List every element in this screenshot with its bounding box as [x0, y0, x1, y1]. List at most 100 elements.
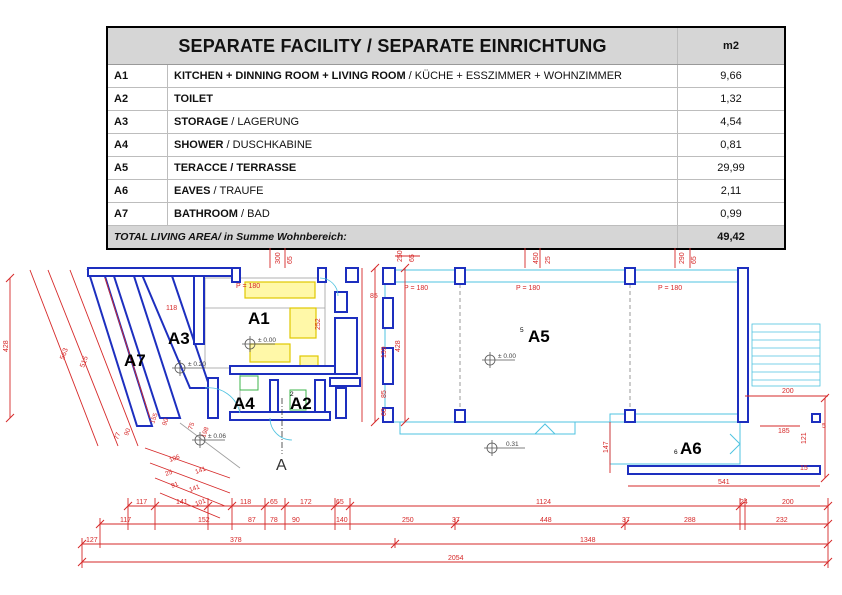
room-label-a1: A1: [248, 309, 270, 328]
room-name: SHOWER / DUSCHKABINE: [167, 133, 678, 157]
room-label-a3: A3: [168, 329, 190, 348]
dim-label: 106: [168, 453, 181, 463]
dim-label: 515: [79, 355, 90, 368]
dim-label: 1124: [536, 499, 551, 506]
dim-label: 288: [684, 517, 696, 524]
room-label-a5: A5: [528, 327, 550, 346]
dim-label: 117: [136, 499, 147, 506]
bottom-dimension-row-1: 117 141 118 65 172 65 1124 24 200: [136, 499, 794, 506]
dim-label: 5: [822, 423, 826, 430]
dim-label: 24: [740, 499, 748, 506]
dim-label: 250: [402, 517, 414, 524]
schedule-title: SEPARATE FACILITY / SEPARATE EINRICHTUNG: [106, 26, 678, 65]
dim-label: 91: [170, 481, 180, 490]
room-code: A3: [106, 110, 168, 134]
dim-label: 65: [409, 254, 416, 262]
dim-label: 15: [800, 465, 808, 472]
dim-label: 60: [381, 408, 388, 416]
dim-label: 118: [166, 305, 177, 312]
table-row: A1 KITCHEN + DINNING ROOM + LIVING ROOM …: [106, 64, 786, 88]
room-area: 0,81: [677, 133, 786, 157]
diagonal-dimension-labels: 106 141 25 141 91 101 198 75 155 90 77 9…: [113, 412, 210, 508]
room-label-a2: A2: [290, 394, 312, 413]
dim-label: 139: [381, 346, 388, 358]
top-dimension-labels: 300 65 250 65 450 25 290 65: [275, 250, 698, 264]
dim-label: 65: [336, 499, 344, 506]
room-code: A6: [106, 179, 168, 203]
dim-label: 121: [801, 432, 808, 444]
dim-label: 25: [545, 256, 552, 264]
dim-label: 300: [275, 252, 282, 264]
dim-label: 141: [176, 499, 188, 506]
level-label: 0.31: [506, 441, 519, 448]
table-row: A4 SHOWER / DUSCHKABINE 0,81: [106, 133, 786, 157]
dimension-ticks: [5, 263, 833, 567]
section-marker: A: [276, 398, 287, 474]
room-code: A7: [106, 202, 168, 226]
dim-label: 2054: [448, 555, 464, 562]
table-row: A6 EAVES / TRAUFE 2,11: [106, 179, 786, 203]
dim-label: 65: [691, 256, 698, 264]
total-label: TOTAL LIVING AREA/ in Summe Wohnbereich:: [106, 225, 678, 250]
dim-label: 90: [161, 417, 170, 427]
room-name: KITCHEN + DINNING ROOM + LIVING ROOM / K…: [167, 64, 678, 88]
dim-label: 428: [395, 340, 402, 352]
room-name: BATHROOM / BAD: [167, 202, 678, 226]
room-area: 0,99: [677, 202, 786, 226]
table-row: A2 TOILET 1,32: [106, 87, 786, 111]
room-area: 1,32: [677, 87, 786, 111]
room-index-mark: 2: [290, 391, 294, 398]
dim-label: 563: [59, 347, 70, 360]
dim-label: 90: [123, 427, 132, 437]
dim-label: 117: [120, 517, 131, 524]
dim-label: 232: [776, 517, 788, 524]
room-code: A1: [106, 64, 168, 88]
terrace-outline: [384, 269, 746, 465]
room-area: 9,66: [677, 64, 786, 88]
stair-icon: [751, 323, 821, 387]
dim-label: 147: [603, 441, 610, 453]
dim-label: 450: [533, 252, 540, 264]
dim-label: 198: [200, 426, 210, 439]
section-label: A: [276, 457, 287, 474]
door-swings: [204, 277, 339, 441]
dim-label: 77: [113, 431, 122, 441]
dim-label: 37: [622, 517, 630, 524]
dim-label: 85: [370, 293, 378, 300]
room-labels: A1 A2 A3 A4 A5 A6 A7 5 6 2: [124, 309, 702, 458]
green-fixtures: [239, 375, 307, 411]
room-index-mark: 6: [674, 449, 678, 456]
room-name: TERACCE / TERRASSE: [167, 156, 678, 180]
room-area: 2,11: [677, 179, 786, 203]
room-index-mark: 5: [520, 327, 524, 334]
dim-label: 25: [164, 469, 174, 478]
dim-label: 90: [292, 517, 300, 524]
dim-label: 378: [230, 537, 242, 544]
total-value: 49,42: [677, 225, 786, 250]
dim-label: 78: [270, 517, 278, 524]
right-dimension-labels: 200 185 121 147 541 15 5: [603, 388, 826, 486]
area-schedule-table: SEPARATE FACILITY / SEPARATE EINRICHTUNG…: [106, 26, 786, 250]
dim-label: 118: [240, 499, 251, 506]
room-name: TOILET: [167, 87, 678, 111]
dimension-lines: [9, 248, 829, 568]
level-label: ± 0.00: [498, 353, 516, 360]
table-row: A7 BATHROOM / BAD 0,99: [106, 202, 786, 226]
building-walls: [86, 267, 821, 475]
dim-label: 428: [3, 340, 10, 352]
dim-label: 185: [778, 428, 790, 435]
dim-label: 141: [194, 465, 207, 475]
dim-label: 290: [679, 252, 686, 264]
dim-label: 200: [782, 388, 794, 395]
dim-label: 172: [300, 499, 312, 506]
dim-label: 75: [187, 421, 196, 431]
room-code: A4: [106, 133, 168, 157]
dim-label: 200: [782, 499, 794, 506]
dim-label: 65: [270, 499, 278, 506]
schedule-header-row: SEPARATE FACILITY / SEPARATE EINRICHTUNG…: [106, 26, 786, 65]
room-label-a4: A4: [233, 394, 255, 413]
room-code: A2: [106, 87, 168, 111]
dim-label: 152: [198, 517, 210, 524]
dim-label: 65: [287, 256, 294, 264]
level-label: ± 0.20: [188, 361, 206, 368]
